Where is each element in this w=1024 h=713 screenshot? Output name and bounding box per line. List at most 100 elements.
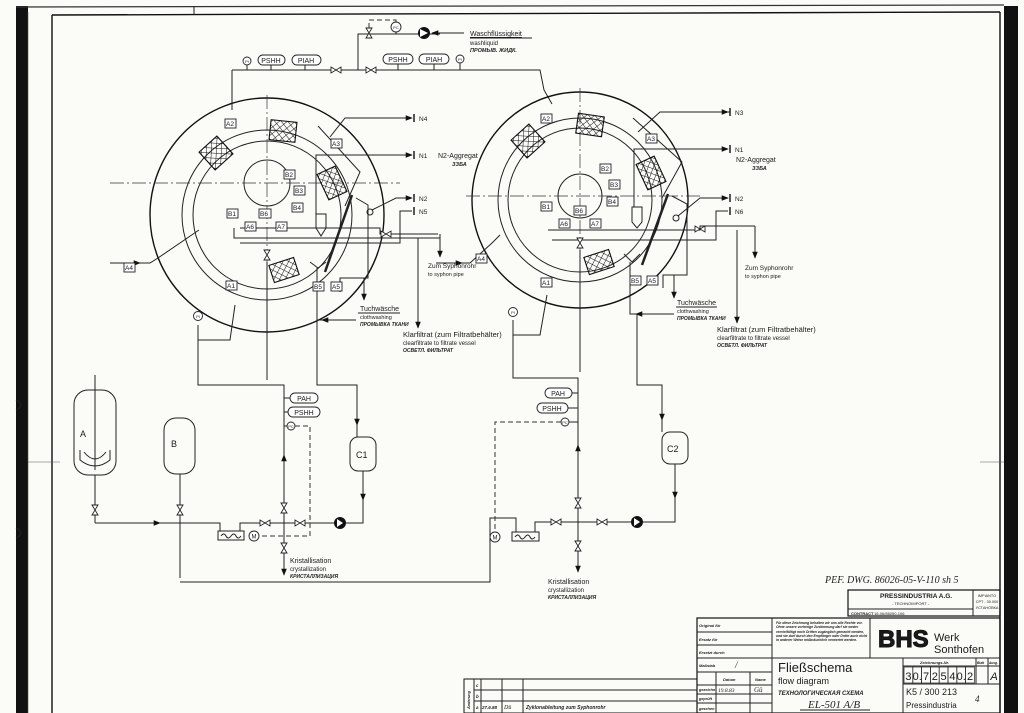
cloth-washing-en-1: clothwashing: [360, 315, 392, 321]
tag-f2-b4: B4: [608, 199, 616, 206]
bhs-logo: BHS Werk Sonthofen: [878, 626, 985, 657]
n2-unit-ru-2: ЗЗБА: [752, 166, 767, 172]
company-name-werk: Werk: [934, 632, 960, 644]
nozzle-f2-n6: N6: [735, 209, 744, 216]
tag-f2-a5: A5: [648, 278, 656, 285]
tag-f1-a1: A1: [227, 283, 235, 290]
tag-f2-b3: B3: [610, 182, 618, 189]
pshh-instrument-3: PSHH: [294, 410, 313, 417]
pi-instrument-f1: PI: [196, 314, 200, 319]
revision-row: c: [476, 683, 479, 688]
revision-row: a 27.6.88 Dü Zyklonableitung zum Syphonr…: [476, 705, 607, 711]
revision-text: Zyklonableitung zum Syphonrohr: [525, 705, 607, 711]
pshh-instrument-4: PSHH: [542, 406, 561, 413]
pc-instrument-top: PC: [393, 25, 399, 30]
nozzle-f1-n5: N5: [419, 209, 428, 216]
job-number: K5 / 300 213: [906, 687, 957, 697]
title-en: flow diagram: [778, 676, 829, 686]
tag-f1-b6: B6: [260, 211, 268, 218]
wash-liquid-label-en: washliquid: [469, 41, 498, 47]
title-code: EL-501 A/B: [807, 699, 860, 711]
revision-mark: a: [476, 705, 479, 710]
syphon-label-en-1: to syphon pipe: [428, 272, 464, 278]
tag-f1-a4: A4: [125, 265, 133, 272]
drawing-no-label: Zeichnungs-Nr.: [919, 660, 949, 665]
nozzle-f2-n3: N3: [735, 110, 744, 117]
tag-f1-b3: B3: [295, 188, 303, 195]
tag-f1-b2: B2: [285, 172, 293, 179]
crystallization-de-1: Kristallisation: [290, 558, 331, 565]
vessel-c1: [349, 436, 377, 472]
crystallization-ru-1: КРИСТАЛЛИЗАЦИЯ: [290, 574, 338, 580]
revision-mark: b: [476, 694, 479, 699]
rights-notice: Für diese Zeichnung behalten wir uns all…: [776, 621, 868, 643]
tag-f1-b5: B5: [314, 284, 322, 291]
clear-filtrate-ru-1: ОСВЕТЛ. ФИЛЬТРАТ: [403, 348, 454, 354]
sheet-number: 4: [975, 694, 980, 704]
pc-instrument-1: PC: [288, 424, 294, 429]
job-company: Pressindustria: [906, 701, 957, 710]
drawing-number-digit: 5: [941, 671, 947, 683]
tag-f2-a6: A6: [560, 221, 568, 228]
drawn-name: Gü: [754, 686, 763, 694]
customer-name: PRESSINDUSTRIA A.G.: [880, 593, 952, 600]
revision-name: Dü: [503, 705, 511, 711]
piah-instrument-1: PIAH: [298, 58, 314, 65]
nozzle-f1-n1: N1: [419, 153, 428, 160]
customer-sub: - TECHNOIMPORT -: [892, 601, 930, 606]
rotary-filter-2: PI A2 A3 B2 B3 B4 B1 B6 A6 A7 A4 A1 B5 A…: [436, 88, 816, 432]
n2-unit-label-1: N2-Aggregat: [438, 153, 478, 160]
pshh-instrument-2: PSHH: [388, 57, 407, 64]
checked-label: geprüft: [698, 697, 713, 701]
tag-f2-a2: A2: [542, 116, 550, 123]
n2-unit-ru-1: ЗЗБА: [452, 162, 467, 168]
vessel-a-label: A: [80, 429, 86, 439]
tag-f1-a2: A2: [226, 121, 234, 128]
revisions-side-label: Änderung: [467, 690, 471, 710]
syphon-label-de-2: Zum Syphonrohr: [745, 265, 794, 272]
tag-f2-a4: A4: [477, 256, 485, 263]
bhs-logo-text: BHS: [878, 626, 929, 653]
plant-capacity: CPT - 30.000: [976, 600, 999, 604]
revision-letter: A: [989, 671, 997, 683]
scale-value: /: [734, 660, 739, 670]
tag-f1-a7: A7: [277, 224, 285, 231]
plant-label: IMPIANTO: [978, 594, 996, 598]
lower-process-line-1: A B M C1 PAH PSHH PC K: [73, 340, 517, 583]
crystallization-en-2: crystallization: [548, 588, 584, 594]
drawing-border: [15, 4, 1018, 713]
tag-f1-a3: A3: [332, 141, 340, 148]
plant-label-ru: УСТАНОВКА: [976, 606, 999, 610]
revision-date: 27.6.88: [481, 705, 498, 710]
pshh-instrument-1: PSHH: [261, 58, 280, 65]
drawing-number-digit: 2: [967, 671, 973, 683]
nozzle-f2-n1: N1: [735, 147, 744, 154]
title-de: Fließschema: [778, 660, 853, 675]
tag-f1-a6: A6: [246, 224, 254, 231]
date-header: Datum: [723, 677, 736, 682]
vessel-b-label: B: [171, 439, 177, 449]
vessel-c2: [661, 431, 689, 465]
wash-liquid-label-ru: ПРОМЫВ. ЖИДК.: [470, 48, 517, 54]
sheet-header: Blatt: [977, 661, 985, 665]
replaced-by-label: Ersetzt durch: [699, 650, 725, 655]
tag-f2-a3: A3: [647, 136, 655, 143]
n2-unit-label-2: N2-Aggregat: [736, 157, 776, 164]
crystallization-de-2: Kristallisation: [548, 579, 589, 586]
nozzle-f1-n2: N2: [419, 196, 428, 203]
drawing-number-cell: [965, 666, 975, 684]
clear-filtrate-de-1: Klarfiltrat (zum Filtratbehälter): [403, 330, 502, 339]
drawn-date: 19.8.83: [718, 688, 735, 694]
crystallization-en-1: crystallization: [290, 567, 326, 573]
vessel-c1-label: C1: [356, 450, 368, 460]
revision-mark: c: [476, 683, 479, 688]
tag-f2-b6: B6: [575, 208, 583, 215]
clear-filtrate-ru-2: ОСВЕТЛ. ФИЛЬТРАТ: [717, 343, 768, 349]
drawing-number-digit: 2: [932, 671, 938, 683]
cloth-washing-en-2: clothwashing: [677, 309, 709, 315]
pah-instrument-2: PAH: [551, 391, 565, 398]
motor-1-label: M: [252, 535, 257, 541]
rotary-filter-1: PI A2 A3 B2 B3 B4 B1 B6 A6 A7 A4 A1 B5 A…: [110, 95, 502, 437]
clear-filtrate-en-1: clearfiltrate to filtrate vessel: [403, 341, 476, 347]
tag-f1-b1: B1: [228, 211, 236, 218]
